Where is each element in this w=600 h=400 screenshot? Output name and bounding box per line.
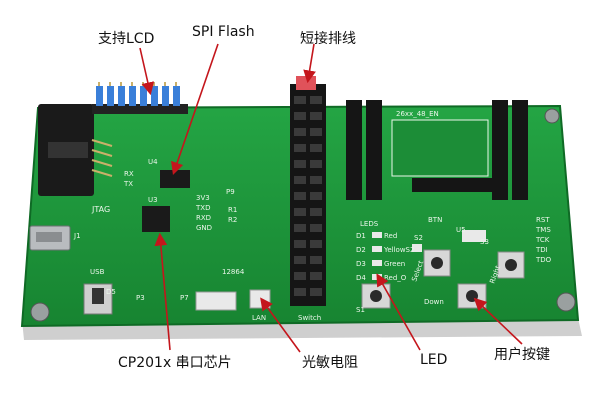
mount-hole-bl [30, 302, 50, 322]
silk-u3: U3 [148, 196, 158, 204]
socket-header-bottom [412, 178, 492, 192]
lcd-header-pins [96, 82, 180, 106]
silk-socket: 26xx_48_EN [396, 110, 439, 118]
silk-rx: RX [124, 170, 134, 178]
callout-spi-flash: SPI Flash [192, 24, 255, 40]
silk-r2: R2 [228, 216, 237, 224]
silk-p3: P3 [136, 294, 145, 302]
arrow-photo [260, 297, 301, 353]
silk-txd: TXD [195, 204, 210, 212]
silk-down: Down [424, 298, 444, 306]
silk-u5: U5 [456, 226, 466, 234]
callout-led: LED [420, 352, 448, 368]
silk-red: Red [384, 232, 397, 240]
silk-r1: R1 [228, 206, 237, 214]
silk-leds: LEDS [360, 220, 379, 228]
led-red [372, 232, 382, 238]
silk-lcd-id: 12864 [222, 268, 245, 276]
led-green [372, 260, 382, 266]
silk-rxd: RXD [196, 214, 211, 222]
silk-vcc: 3V3 [196, 194, 210, 202]
user-buttons [361, 249, 525, 309]
spi-flash-chip [160, 170, 190, 188]
silk-yellow: YellowS2 [383, 246, 414, 254]
silk-d4: D4 [356, 274, 366, 282]
silk-tx: TX [123, 180, 133, 188]
silk-usb: USB [90, 268, 105, 276]
silk-d5: D5 [106, 288, 116, 296]
silk-s2: S2 [414, 234, 423, 242]
jumper-strip-pins [294, 96, 322, 296]
silk-p9: P9 [226, 188, 235, 196]
silk-tck: TCK [535, 236, 550, 244]
silk-tdo: TDO [535, 256, 552, 264]
arrow-led [376, 273, 421, 351]
mount-hole-tr [544, 108, 560, 124]
silk-lan: LAN [252, 314, 266, 322]
mount-hole-br [556, 292, 576, 312]
photoresistor-block [249, 289, 271, 309]
silk-rst: RST [536, 216, 550, 224]
jumper-block-left [195, 291, 237, 311]
silk-u4: U4 [148, 158, 158, 166]
silk-tdi: TDI [535, 246, 548, 254]
silk-red-o: Red_O [384, 274, 407, 282]
arrow-spi [171, 43, 219, 176]
silk-tms: TMS [535, 226, 551, 234]
callout-arrows [139, 43, 523, 353]
cp2102-chip [142, 206, 170, 232]
callout-photoresistor: 光敏电阻 [302, 355, 358, 371]
callout-lcd: 支持LCD [98, 31, 155, 47]
silk-s1: S1 [356, 306, 365, 314]
socket-header-right-b [512, 100, 528, 200]
silk-j1: J1 [73, 232, 81, 240]
arrow-jumper [303, 43, 316, 84]
silk-btn: BTN [428, 216, 442, 224]
silk-switch: Switch [298, 314, 321, 322]
socket-header-left-a [346, 100, 362, 200]
silk-d2: D2 [356, 246, 366, 254]
callout-jumper: 短接排线 [300, 31, 356, 47]
arrow-btn [473, 297, 523, 345]
callout-cp2102: CP201x 串口芯片 [118, 355, 232, 371]
socket-header-right-a [492, 100, 508, 200]
jtag-pins [91, 139, 113, 177]
arrow-lcd [139, 47, 155, 96]
silk-s3: S3 [480, 238, 489, 246]
silk-d3: D3 [356, 260, 366, 268]
led-yellow [372, 246, 382, 252]
jumper-strip-red-cap [296, 76, 316, 90]
socket-header-left-b [366, 100, 382, 200]
silk-green: Green [384, 260, 405, 268]
silk-jtag: JTAG [91, 205, 110, 214]
silk-gnd: GND [196, 224, 212, 232]
arrow-cp2102 [154, 232, 171, 351]
lcd-header-base [92, 104, 188, 114]
callout-user-buttons: 用户按键 [494, 347, 550, 363]
chip-socket-area [391, 119, 489, 177]
silk-p7: P7 [180, 294, 189, 302]
silk-d1: D1 [356, 232, 366, 240]
